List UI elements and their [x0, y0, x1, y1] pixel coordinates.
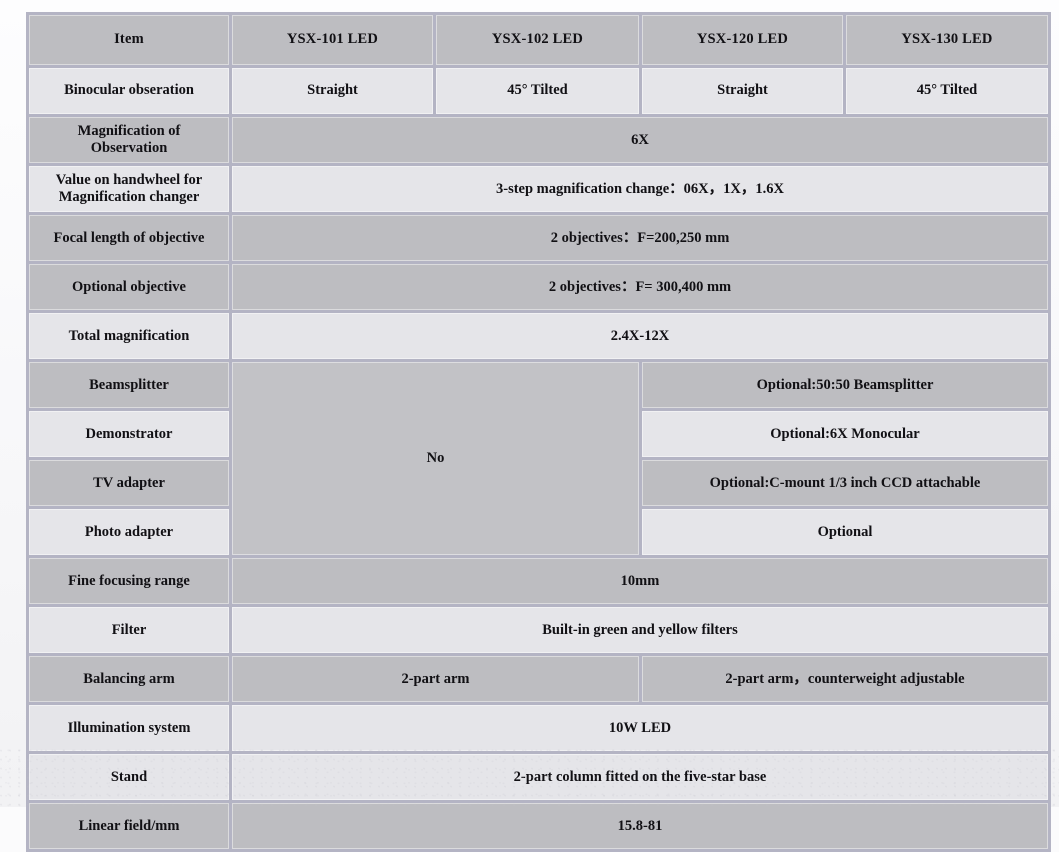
table-row-fine-focusing: Fine focusing range 10mm: [29, 558, 1048, 605]
row-label-focal-length: Focal length of objective: [29, 215, 229, 262]
row-label-binocular: Binocular obseration: [29, 68, 229, 114]
specification-table: Item YSX-101 LED YSX-102 LED YSX-120 LED…: [26, 12, 1051, 852]
row-label-illumination: Illumination system: [29, 705, 229, 752]
row-label-magnification-observation: Magnification of Observation: [29, 117, 229, 164]
row-label-handwheel-value: Value on handwheel for Magnification cha…: [29, 166, 229, 213]
cell-demonstrator-optional: Optional:6X Monocular: [642, 411, 1048, 458]
row-label-demonstrator: Demonstrator: [29, 411, 229, 458]
cell-balancing-arm-right: 2-part arm，counterweight adjustable: [642, 656, 1048, 703]
table-row-illumination: Illumination system 10W LED: [29, 705, 1048, 752]
table-row-demonstrator: Demonstrator Optional:6X Monocular: [29, 411, 1048, 458]
table-row-linear-field: Linear field/mm 15.8-81: [29, 803, 1048, 850]
cell-linear-field-value: 15.8-81: [232, 803, 1048, 850]
row-label-beamsplitter: Beamsplitter: [29, 362, 229, 409]
table-header-row: Item YSX-101 LED YSX-102 LED YSX-120 LED…: [29, 15, 1048, 65]
cell-tv-adapter-optional: Optional:C-mount 1/3 inch CCD attachable: [642, 460, 1048, 507]
cell-binocular-ysx101: Straight: [232, 68, 433, 114]
cell-no-block: No: [232, 362, 639, 556]
column-header-ysx101: YSX-101 LED: [232, 15, 433, 65]
cell-stand-value: 2-part column fitted on the five-star ba…: [232, 754, 1048, 801]
cell-focal-length-value: 2 objectives：F=200,250 mm: [232, 215, 1048, 262]
cell-illumination-value: 10W LED: [232, 705, 1048, 752]
cell-balancing-arm-left: 2-part arm: [232, 656, 639, 703]
table-row-photo-adapter: Photo adapter Optional: [29, 509, 1048, 556]
cell-binocular-ysx120: Straight: [642, 68, 843, 114]
row-label-tv-adapter: TV adapter: [29, 460, 229, 507]
column-header-ysx130: YSX-130 LED: [846, 15, 1048, 65]
table-row-beamsplitter: Beamsplitter No Optional:50:50 Beamsplit…: [29, 362, 1048, 556]
cell-optional-objective-value: 2 objectives：F= 300,400 mm: [232, 264, 1048, 311]
table-row-total-magnification: Total magnification 2.4X-12X: [29, 313, 1048, 360]
table-row-filter: Filter Built-in green and yellow filters: [29, 607, 1048, 654]
table-row-stand: Stand 2-part column fitted on the five-s…: [29, 754, 1048, 801]
row-label-total-magnification: Total magnification: [29, 313, 229, 360]
table-row-handwheel-value: Value on handwheel for Magnification cha…: [29, 166, 1048, 213]
table-row-focal-length: Focal length of objective 2 objectives：F…: [29, 215, 1048, 262]
table-row-tv-adapter: TV adapter Optional:C-mount 1/3 inch CCD…: [29, 460, 1048, 507]
cell-binocular-ysx130: 45° Tilted: [846, 68, 1048, 114]
cell-magnification-observation-value: 6X: [232, 117, 1048, 164]
cell-binocular-ysx102: 45° Tilted: [436, 68, 639, 114]
row-label-fine-focusing: Fine focusing range: [29, 558, 229, 605]
row-label-linear-field: Linear field/mm: [29, 803, 229, 850]
row-label-stand: Stand: [29, 754, 229, 801]
table-row-magnification-observation: Magnification of Observation 6X: [29, 117, 1048, 164]
column-header-ysx102: YSX-102 LED: [436, 15, 639, 65]
cell-fine-focusing-value: 10mm: [232, 558, 1048, 605]
cell-handwheel-value: 3-step magnification change：06X，1X，1.6X: [232, 166, 1048, 213]
cell-photo-adapter-optional: Optional: [642, 509, 1048, 556]
cell-total-magnification-value: 2.4X-12X: [232, 313, 1048, 360]
table-row-binocular: Binocular obseration Straight 45° Tilted…: [29, 68, 1048, 114]
cell-filter-value: Built-in green and yellow filters: [232, 607, 1048, 654]
column-header-item: Item: [29, 15, 229, 65]
column-header-ysx120: YSX-120 LED: [642, 15, 843, 65]
row-label-balancing-arm: Balancing arm: [29, 656, 229, 703]
cell-beamsplitter-optional: Optional:50:50 Beamsplitter: [642, 362, 1048, 409]
row-label-photo-adapter: Photo adapter: [29, 509, 229, 556]
table-row-optional-objective: Optional objective 2 objectives：F= 300,4…: [29, 264, 1048, 311]
table-row-balancing-arm: Balancing arm 2-part arm 2-part arm，coun…: [29, 656, 1048, 703]
row-label-filter: Filter: [29, 607, 229, 654]
row-label-optional-objective: Optional objective: [29, 264, 229, 311]
